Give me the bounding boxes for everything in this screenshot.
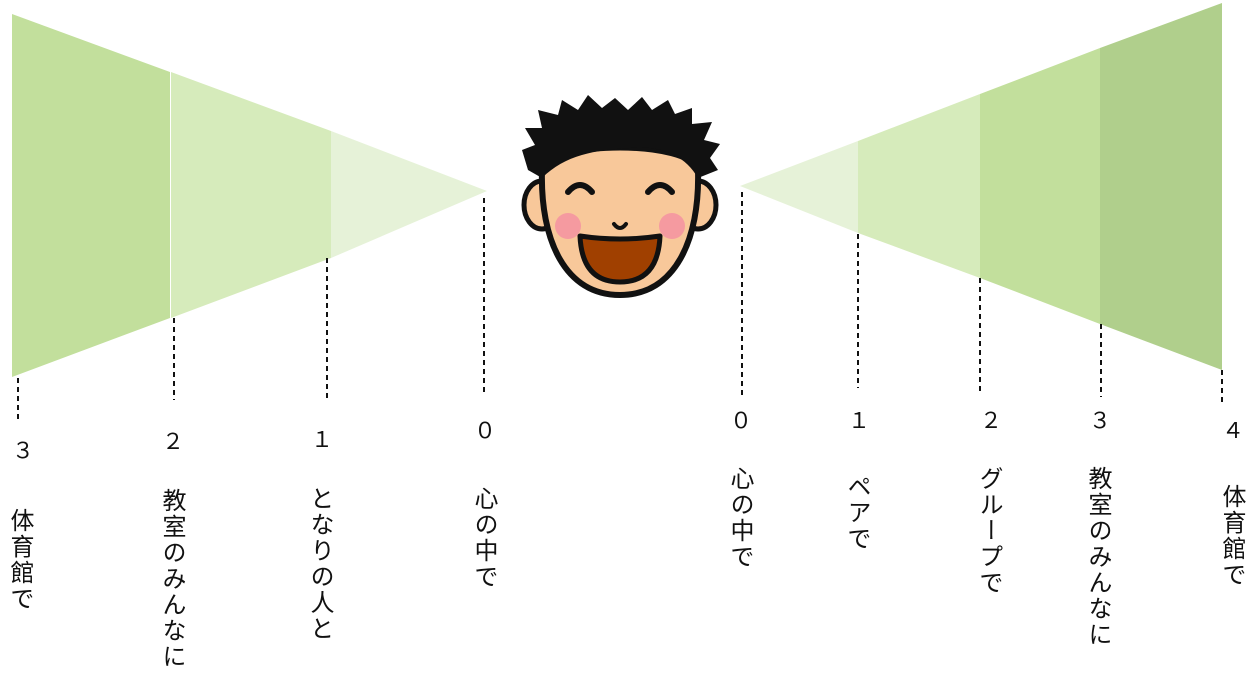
right-level-2-number: ２ <box>980 409 1002 434</box>
left-level-0-number: ０ <box>474 419 496 444</box>
left-level-0-label: 心の中で <box>470 486 498 590</box>
right-band-2 <box>858 94 980 278</box>
right-band-1 <box>740 141 858 233</box>
right-level-2-label: グループで <box>975 466 1003 596</box>
left-level-3-number: ３ <box>12 439 34 464</box>
left-cheek <box>555 213 581 239</box>
right-level-4-number: ４ <box>1222 419 1244 444</box>
right-cheek <box>659 213 685 239</box>
left-level-1-label: となりの人と <box>306 486 334 642</box>
mouth <box>577 233 663 285</box>
right-level-1-number: １ <box>848 409 870 434</box>
left-level-3-label: 体育館で <box>6 508 34 612</box>
left-band-2 <box>171 72 331 318</box>
right-eye <box>645 182 675 195</box>
smiling-boy-face-icon <box>521 95 720 299</box>
right-level-0-label: 心の中で <box>726 466 754 570</box>
right-band-3 <box>980 48 1100 324</box>
left-level-2-label: 教室のみんなに <box>158 488 186 670</box>
right-level-3-number: ３ <box>1089 409 1111 434</box>
left-labels: ３ 体育館で ２ 教室のみんなに １ となりの人と ０ 心の中で <box>6 419 498 670</box>
nose <box>612 222 628 230</box>
left-band-3 <box>12 14 170 377</box>
left-band-1 <box>331 131 487 258</box>
right-band-4 <box>1100 3 1222 370</box>
right-level-1-label: ペアで <box>843 474 871 552</box>
left-level-1-number: １ <box>311 428 333 453</box>
left-level-2-number: ２ <box>162 430 184 455</box>
right-level-4-label: 体育館で <box>1218 484 1246 588</box>
left-eye <box>565 182 595 195</box>
hair <box>522 95 720 178</box>
left-funnel <box>12 14 487 377</box>
right-guides <box>741 192 1223 403</box>
left-guides <box>17 198 485 420</box>
right-level-0-number: ０ <box>730 409 752 434</box>
right-labels: ０ 心の中で １ ペアで ２ グループで ３ 教室のみんなに ４ 体育館で <box>726 409 1246 648</box>
right-level-3-label: 教室のみんなに <box>1084 466 1112 648</box>
right-funnel <box>740 3 1222 370</box>
